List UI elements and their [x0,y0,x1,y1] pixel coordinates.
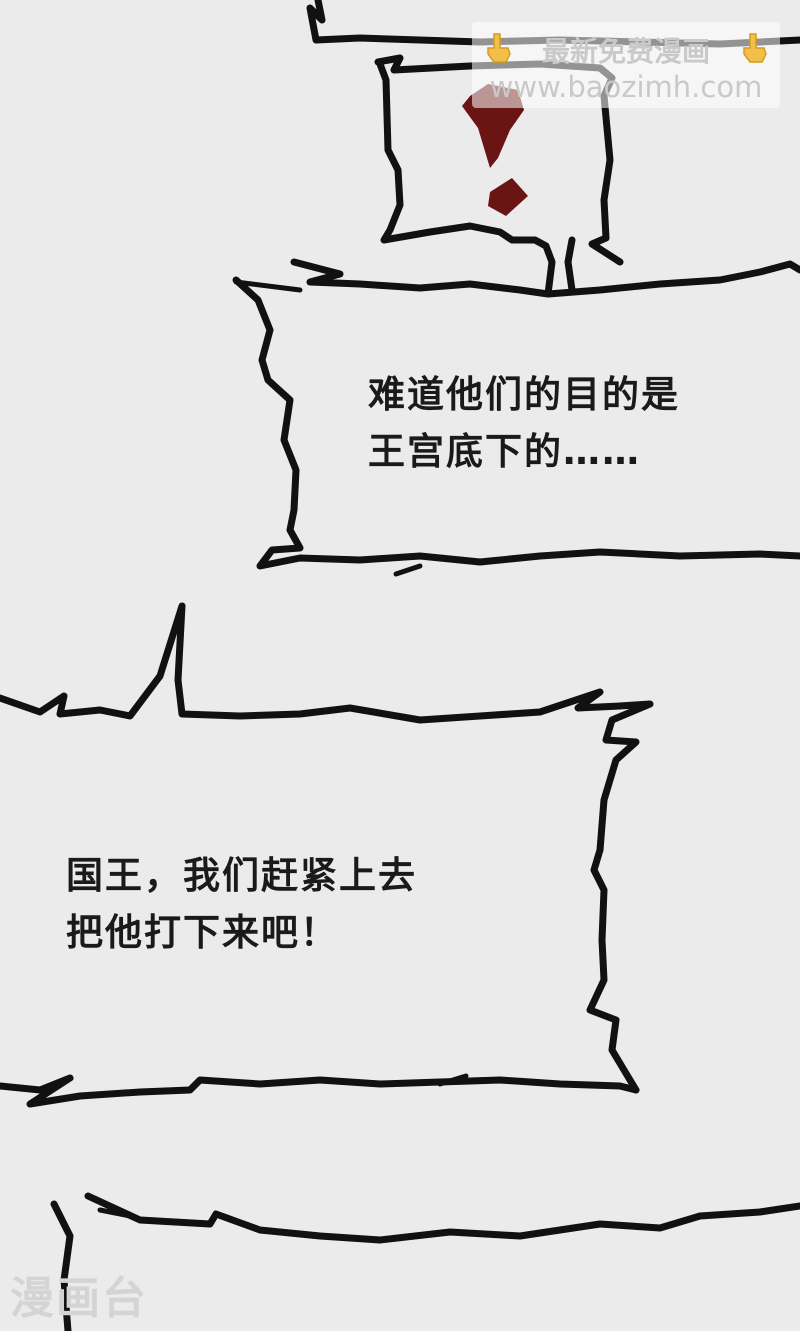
speech-bubble-2-text: 国王，我们赶紧上去 把他打下来吧！ [66,847,417,962]
bubble-2-line-1: 国王，我们赶紧上去 [66,854,417,897]
speech-bubble-1-outline [232,258,800,570]
watermark-title: 最新免费漫画 [541,35,710,68]
watermark-bottom-logo: 漫画台 [10,1273,148,1324]
speech-bubble-1-text: 难道他们的目的是 王宫底下的…… [368,366,680,481]
bubble-1-line-2: 王宫底下的…… [368,430,641,474]
bubble-1-line-1: 难道他们的目的是 [368,373,680,416]
watermark-url: www.baozimh.com [489,70,763,104]
pointing-hand-icon [487,33,511,63]
speech-bubble-2-outline [0,602,654,1108]
pointing-hand-icon [743,33,767,63]
watermark-top: 最新免费漫画 www.baozimh.com [472,22,780,108]
speech-bubble-1-text-tail [393,563,423,577]
speech-bubble-3-outline [50,1192,800,1331]
bubble-2-line-2: 把他打下来吧！ [66,911,339,955]
